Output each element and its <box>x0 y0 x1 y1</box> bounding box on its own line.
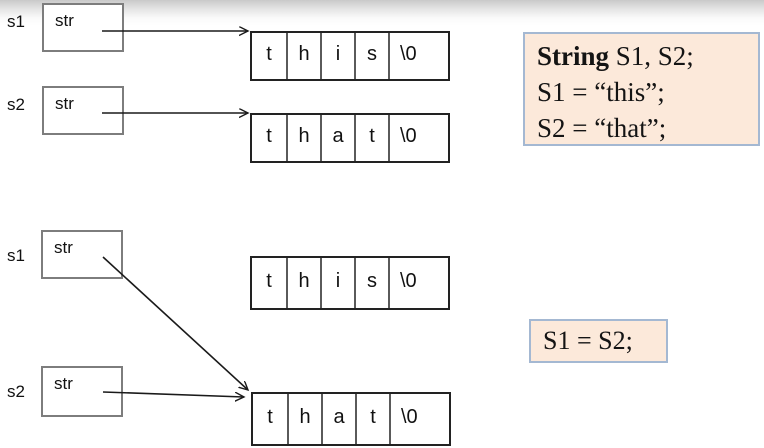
char-cell: a <box>322 115 356 161</box>
pointer-label-s2-top: s2 <box>7 95 25 114</box>
pointer-box-s2-bottom: str <box>41 366 123 417</box>
char-cell: s <box>356 258 390 308</box>
char-cell: h <box>289 394 323 444</box>
char-cell: i <box>322 33 356 79</box>
arrow-s1-to-that-bottom <box>102 256 248 390</box>
pointer-field-label: str <box>54 238 73 257</box>
char-cell: t <box>356 115 390 161</box>
arrow-s2-to-that-bottom <box>102 391 244 397</box>
char-cell: h <box>288 33 322 79</box>
pointer-box-s1-top: str <box>42 3 124 52</box>
char-cell: h <box>288 115 322 161</box>
pointer-field-label: str <box>55 11 74 30</box>
char-array-this-bottom: t h i s \0 <box>250 256 450 310</box>
char-cell: i <box>322 258 356 308</box>
code-line-2: S1 = “this”; <box>537 77 665 107</box>
char-cell: t <box>252 115 288 161</box>
char-array-that-top: t h a t \0 <box>250 113 450 163</box>
char-cell-null-terminator: \0 <box>401 406 418 428</box>
char-cell: t <box>252 33 288 79</box>
char-cell: s <box>356 33 390 79</box>
char-array-that-bottom: t h a t \0 <box>251 392 451 446</box>
keyword-string: String <box>537 41 610 71</box>
pointer-label-s2-bottom: s2 <box>7 382 25 401</box>
code-line-1: String S1, S2; <box>537 38 746 74</box>
code-line-3: S2 = “that”; <box>537 113 667 143</box>
pointer-field-label: str <box>54 374 73 393</box>
char-cell-null-terminator: \0 <box>400 125 417 147</box>
code-line-1: S1 = S2; <box>543 326 633 355</box>
code-snippet-assignment: S1 = S2; <box>529 319 668 363</box>
char-cell: t <box>357 394 391 444</box>
char-cell: t <box>252 258 288 308</box>
pointer-label-s1-top: s1 <box>7 12 25 31</box>
char-cell-null-terminator: \0 <box>400 270 417 292</box>
char-cell: t <box>253 394 289 444</box>
pointer-field-label: str <box>55 94 74 113</box>
pointer-label-s1-bottom: s1 <box>7 246 25 265</box>
char-cell-null-terminator: \0 <box>400 43 417 65</box>
char-cell: a <box>323 394 357 444</box>
pointer-box-s1-bottom: str <box>41 230 123 279</box>
pointer-box-s2-top: str <box>42 86 124 135</box>
char-cell: h <box>288 258 322 308</box>
code-snippet-declaration: String S1, S2; S1 = “this”; S2 = “that”; <box>523 32 760 146</box>
code-declaration-rest: S1, S2; <box>609 41 694 71</box>
char-array-this-top: t h i s \0 <box>250 31 450 81</box>
